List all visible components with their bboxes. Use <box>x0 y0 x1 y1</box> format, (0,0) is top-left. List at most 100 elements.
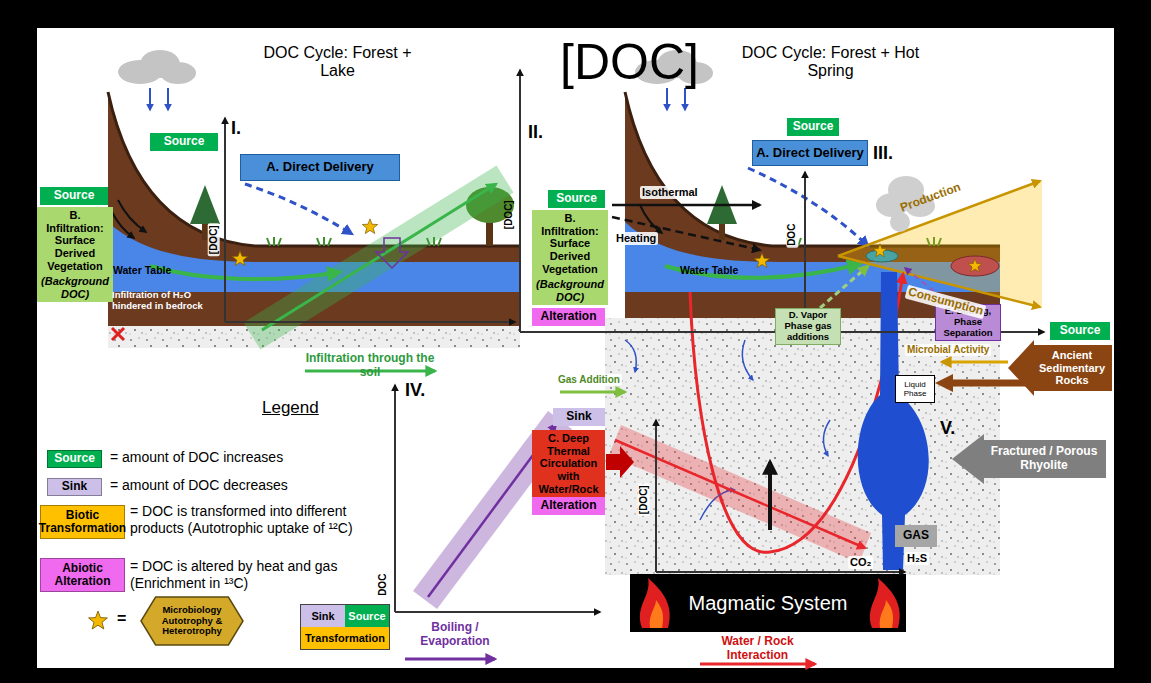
illustration-part <box>820 266 868 308</box>
path-label: Isothermal <box>640 186 700 199</box>
node-text: Alteration <box>534 310 603 324</box>
node-text: Fractured / Porous Rhyolite <box>985 445 1103 473</box>
illustration-part <box>262 184 496 330</box>
node-text: Magmatic System <box>633 592 903 615</box>
swatch-label: Biotic Transformation <box>39 509 126 535</box>
legend-text: = DOC is transformed into different prod… <box>130 503 385 537</box>
illustration-part <box>606 446 634 478</box>
illustration-part <box>640 578 670 628</box>
sink-tag: Sink <box>553 408 605 426</box>
illustration-part <box>160 62 196 84</box>
source-box: A. Direct Delivery <box>240 154 400 181</box>
axis-label: DOC <box>377 574 389 596</box>
legend-line-sample <box>405 658 495 661</box>
node-text: (Background DOC) <box>535 278 605 303</box>
callout-number: IV. <box>405 380 425 401</box>
process-label: Gas Addition <box>556 374 622 386</box>
panel-title: DOC Cycle: Forest + Hot Spring <box>738 44 923 81</box>
legend-text: Boiling / Evaporation <box>410 620 500 649</box>
node-text: Transformation <box>301 627 389 649</box>
illustration-part <box>394 385 396 612</box>
illustration-part <box>376 238 408 268</box>
node-text: Source <box>550 192 603 206</box>
illustration-part <box>225 321 515 323</box>
hexagon: Microbiology Autotrophy & Heterotrophy <box>140 596 244 646</box>
node-text: Ancient Sedimentary Rocks <box>1035 349 1109 387</box>
magma-box: Magmatic System <box>630 574 906 632</box>
illustration-part <box>838 180 1042 308</box>
axis-label: [DOC] <box>207 223 219 256</box>
illustration-part <box>665 264 860 278</box>
illustration-part <box>245 184 352 234</box>
illustration-part <box>1008 340 1034 396</box>
illustration-part <box>666 88 668 110</box>
illustration-part <box>650 600 663 628</box>
layer-label: Water Table <box>680 264 738 276</box>
node-text: Sink <box>301 605 345 627</box>
illustration-part <box>873 244 887 257</box>
node-text: B. Infiltration: Surface Derived Vegetat… <box>40 209 110 272</box>
legend-text: = DOC is altered by heat and gas (Enrich… <box>130 558 385 592</box>
process-box: D. Vapor Phase gas additions <box>775 308 841 345</box>
source-tag: Source <box>787 118 839 136</box>
callout-number: III. <box>873 143 893 164</box>
path-label: Heating <box>614 232 658 245</box>
illustration-part <box>968 259 982 272</box>
illustration-part <box>605 318 1000 575</box>
panel-title: DOC Cycle: Forest + Lake <box>250 44 425 81</box>
callout-number: II. <box>528 122 543 143</box>
illustration-part <box>640 205 662 233</box>
illustration-part <box>754 253 769 268</box>
illustration-part <box>748 168 868 246</box>
illustration-part <box>267 237 281 246</box>
illustration-part <box>942 361 1008 364</box>
illustration-part <box>684 88 686 110</box>
legend-text: = amount of DOC increases <box>110 449 385 466</box>
illustration-part <box>232 251 247 266</box>
legend-swatch: Abiotic Alteration <box>40 558 125 592</box>
alteration-tag: Alteration <box>532 308 605 326</box>
illustration-part <box>804 172 806 318</box>
illustration-part <box>951 256 999 276</box>
axis-title: [DOC] <box>560 34 699 92</box>
node-text: Source <box>1052 324 1108 338</box>
illustration-part <box>630 574 906 632</box>
node-text: Source <box>152 135 216 149</box>
illustration-part <box>37 28 1114 668</box>
legend-text: Infiltration through the soil <box>300 351 440 380</box>
legend-text: = amount of DOC decreases <box>110 477 385 494</box>
illustration-part <box>615 440 865 548</box>
alteration-tag: Alteration <box>532 497 605 515</box>
illustration-part <box>625 340 636 372</box>
process-label: Microbial Activity <box>905 344 991 356</box>
illustration-part <box>609 425 871 563</box>
illustration-part <box>150 266 340 279</box>
illustration-part <box>89 611 108 629</box>
node-text: Liquid Phase <box>897 380 933 398</box>
illustration-part <box>612 217 760 250</box>
callout-number: V. <box>940 418 955 439</box>
legend-text: Water / Rock Interaction <box>700 634 815 663</box>
swatch-label: Sink <box>62 480 87 493</box>
node-text: B. Infiltration: Surface Derived Vegetat… <box>535 212 605 275</box>
illustration-part <box>612 204 760 207</box>
illustration-part <box>560 391 625 394</box>
illustration-part <box>768 462 772 530</box>
illustration-part <box>655 420 657 572</box>
rock-arrow-box: Fractured / Porous Rhyolite <box>982 440 1106 478</box>
node-text: Source <box>42 189 106 203</box>
illustration-part <box>880 600 893 628</box>
illustration-part <box>838 181 1040 256</box>
node-text: Source <box>345 605 389 627</box>
combo-legend-box: SinkSourceTransformation <box>300 604 390 650</box>
source-arrow-box: Ancient Sedimentary Rocks <box>1032 345 1112 391</box>
legend-line-sample <box>700 663 815 666</box>
node-text: Alteration <box>534 499 603 513</box>
illustration-part <box>317 237 331 246</box>
flow-arrow <box>953 380 1032 387</box>
illustration-part <box>167 88 169 110</box>
illustration-part <box>823 420 830 456</box>
node-text: A. Direct Delivery <box>244 160 396 175</box>
axis-label: DOC <box>786 222 798 248</box>
